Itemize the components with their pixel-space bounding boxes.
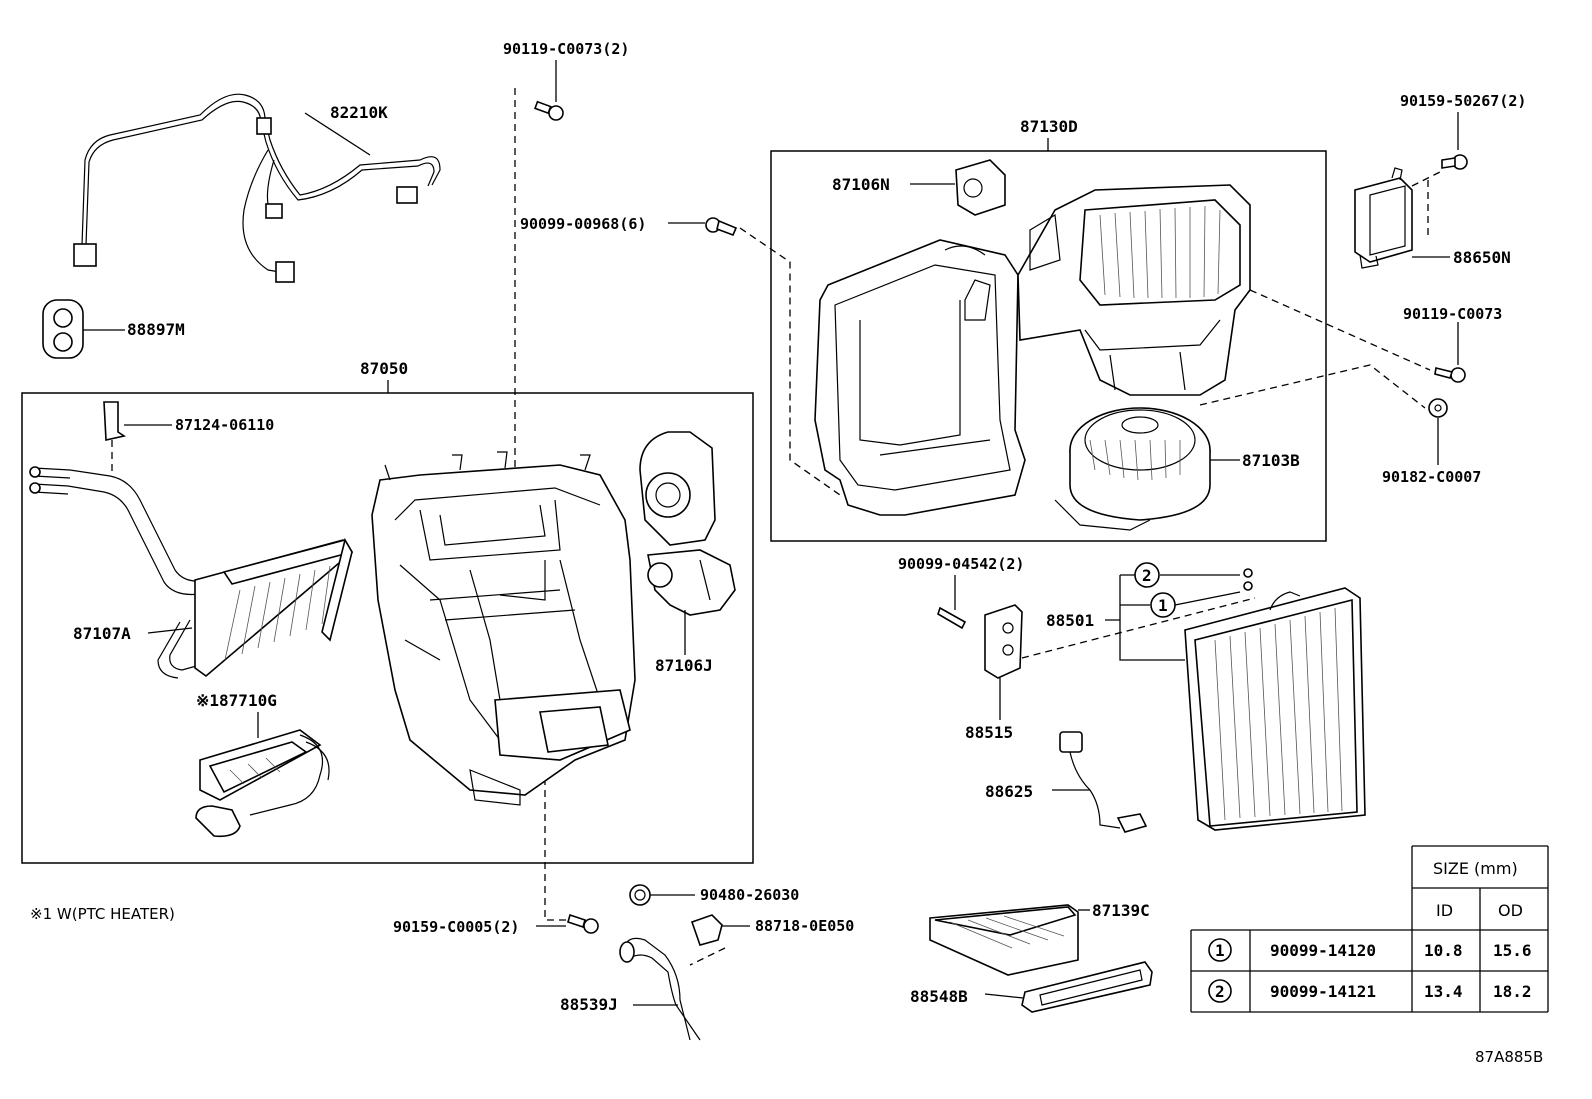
label-88539j: 88539J	[560, 995, 618, 1014]
callout-2-circle	[1134, 562, 1160, 588]
size-table-row-2-od: 18.2	[1493, 982, 1532, 1001]
blower-motor-87103b	[1054, 407, 1240, 531]
size-table-row-2-id: 13.4	[1424, 982, 1463, 1001]
blower-case-87130d	[814, 184, 1251, 516]
heater-unit-87050	[371, 451, 636, 806]
actuator-87106j	[639, 431, 736, 655]
size-table-row-2-mark: 2	[1215, 982, 1225, 1001]
size-table-col-od: OD	[1498, 901, 1523, 920]
label-87106n: 87106N	[832, 175, 890, 194]
label-87124-06110: 87124-06110	[175, 416, 274, 434]
washer-90182	[1428, 398, 1448, 465]
label-87139c: 87139C	[1092, 901, 1150, 920]
actuator-87106n	[910, 159, 1006, 216]
screw-90159-50267	[1441, 112, 1468, 170]
label-90119-c0073-2: 90119-C0073(2)	[503, 40, 629, 58]
heater-87710g	[195, 712, 330, 838]
label-88548b: 88548B	[910, 987, 968, 1006]
sensor-88625	[1052, 731, 1148, 833]
ptc-heater-note: ※1 W(PTC HEATER)	[30, 905, 175, 923]
label-90099-04542: 90099-04542(2)	[898, 555, 1024, 573]
figure-id: 87A885B	[1475, 1048, 1543, 1066]
label-88897m: 88897M	[127, 320, 185, 339]
evaporator-88501	[1105, 562, 1366, 831]
label-87130d: 87130D	[1020, 117, 1078, 136]
label-82210k: 82210K	[330, 103, 388, 122]
hose-88539j	[619, 937, 701, 1041]
wire-harness-82210k	[73, 93, 441, 283]
label-88515: 88515	[965, 723, 1013, 742]
module-88650n	[1354, 167, 1450, 269]
screw-90099-04542	[937, 575, 967, 630]
size-table-row-1-part: 90099-14120	[1270, 941, 1376, 960]
air-filter-87139c	[929, 904, 1090, 976]
label-90099-00968: 90099-00968(6)	[520, 215, 646, 233]
screw-90119-c0073-2	[534, 60, 564, 121]
screw-90159-c0005	[536, 913, 599, 934]
label-90159-c0005: 90159-C0005(2)	[393, 918, 519, 936]
size-table-row-2-part: 90099-14121	[1270, 982, 1376, 1001]
size-table-row-1-od: 15.6	[1493, 941, 1532, 960]
grommet-88897m	[42, 299, 125, 359]
size-table-row-1-mark: 1	[1215, 941, 1225, 960]
label-87103b: 87103B	[1242, 451, 1300, 470]
screw-90099-00968	[668, 217, 738, 237]
label-87107a: 87107A	[73, 624, 131, 643]
connector-88718	[689, 914, 750, 966]
label-90182-c0007: 90182-C0007	[1382, 468, 1481, 486]
evaporator-87107a	[29, 466, 354, 679]
label-88625: 88625	[985, 782, 1033, 801]
label-90480-26030: 90480-26030	[700, 886, 799, 904]
callout-1-number: 1	[1158, 596, 1168, 615]
label-88718-0e050: 88718-0E050	[755, 917, 854, 935]
screw-90119-c0073	[1434, 322, 1466, 383]
label-87106j: 87106J	[655, 656, 713, 675]
label-88650n: 88650N	[1453, 248, 1511, 267]
bracket-88548b	[984, 961, 1153, 1013]
label-87050: 87050	[360, 359, 408, 378]
size-table-col-id: ID	[1436, 901, 1453, 920]
size-table-title: SIZE (mm)	[1433, 859, 1518, 878]
label-87710g: ※187710G	[196, 691, 277, 710]
callout-1-circle	[1150, 592, 1176, 618]
size-table-row-1-id: 10.8	[1424, 941, 1463, 960]
expansion-valve-88515	[984, 597, 1256, 720]
clip-87124	[103, 401, 172, 475]
callout-2-number: 2	[1142, 566, 1152, 585]
label-88501: 88501	[1046, 611, 1094, 630]
label-90119-c0073: 90119-C0073	[1403, 305, 1502, 323]
label-90159-50267: 90159-50267(2)	[1400, 92, 1526, 110]
size-table: SIZE (mm) ID OD 1 90099-14120 10.8 15.6 …	[1190, 845, 1549, 1013]
plug-90480	[629, 884, 695, 906]
